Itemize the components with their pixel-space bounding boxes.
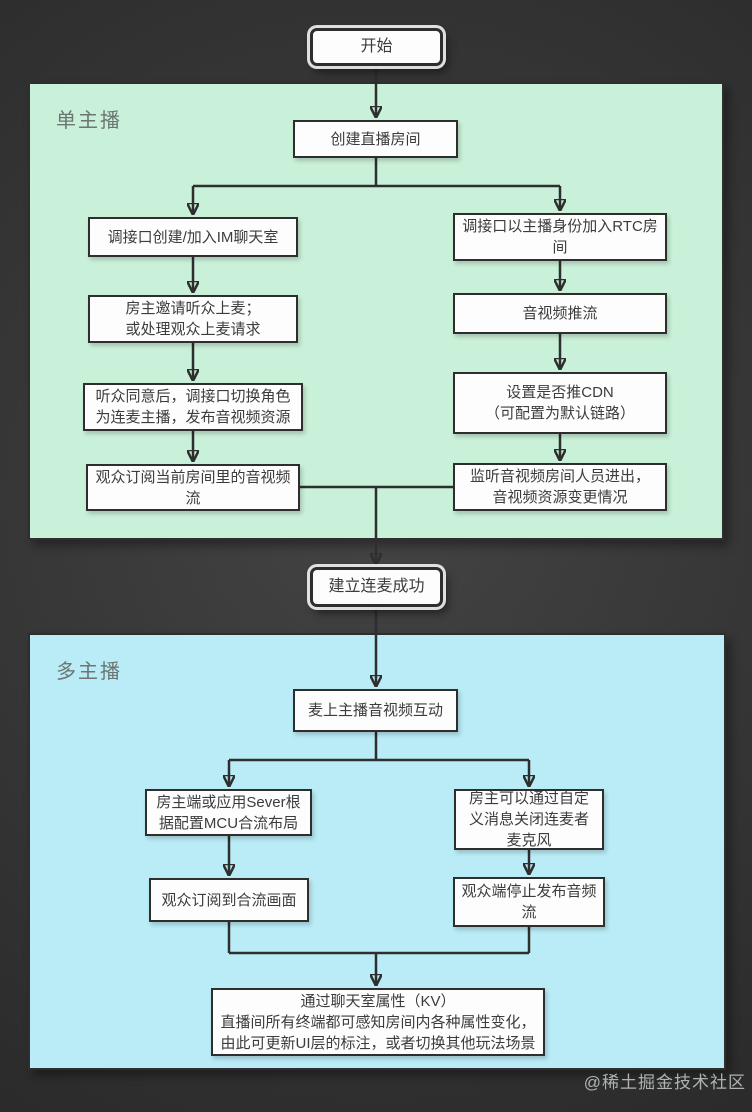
node-create-room: 创建直播房间 [293, 120, 458, 158]
node-invite-mic: 房主邀请听众上麦； 或处理观众上麦请求 [88, 295, 298, 343]
node-subscribe-stream: 观众订阅当前房间里的音视频 流 [86, 464, 300, 511]
section-multi-host-label: 多主播 [56, 661, 122, 683]
node-stop-audio: 观众端停止发布音频 流 [453, 877, 605, 927]
node-push-stream: 音视频推流 [453, 293, 667, 334]
node-cdn-config: 设置是否推CDN （可配置为默认链路） [453, 372, 667, 434]
link-success-node: 建立连麦成功 [310, 567, 443, 607]
start-node: 开始 [310, 28, 443, 66]
node-chatroom-kv-attr: 通过聊天室属性（KV） 直播间所有终端都可感知房间内各种属性变化， 由此可更新U… [211, 988, 545, 1056]
node-custom-message-mute: 房主可以通过自定 义消息关闭连麦者 麦克风 [454, 789, 604, 850]
node-switch-role: 听众同意后，调接口切换角色 为连麦主播，发布音视频资源 [83, 383, 303, 431]
node-subscribe-mixed-stream: 观众订阅到合流画面 [149, 878, 309, 922]
node-join-rtc-room: 调接口以主播身份加入RTC房 间 [453, 213, 667, 261]
node-mic-interact: 麦上主播音视频互动 [293, 689, 458, 732]
watermark: @稀土掘金技术社区 [583, 1073, 746, 1092]
node-mcu-layout: 房主端或应用Sever根 据配置MCU合流布局 [145, 789, 312, 836]
node-join-im-chatroom: 调接口创建/加入IM聊天室 [88, 217, 298, 257]
flow-arrows [193, 66, 560, 983]
section-single-host-label: 单主播 [56, 110, 122, 132]
node-monitor-room: 监听音视频房间人员进出， 音视频资源变更情况 [453, 463, 667, 511]
